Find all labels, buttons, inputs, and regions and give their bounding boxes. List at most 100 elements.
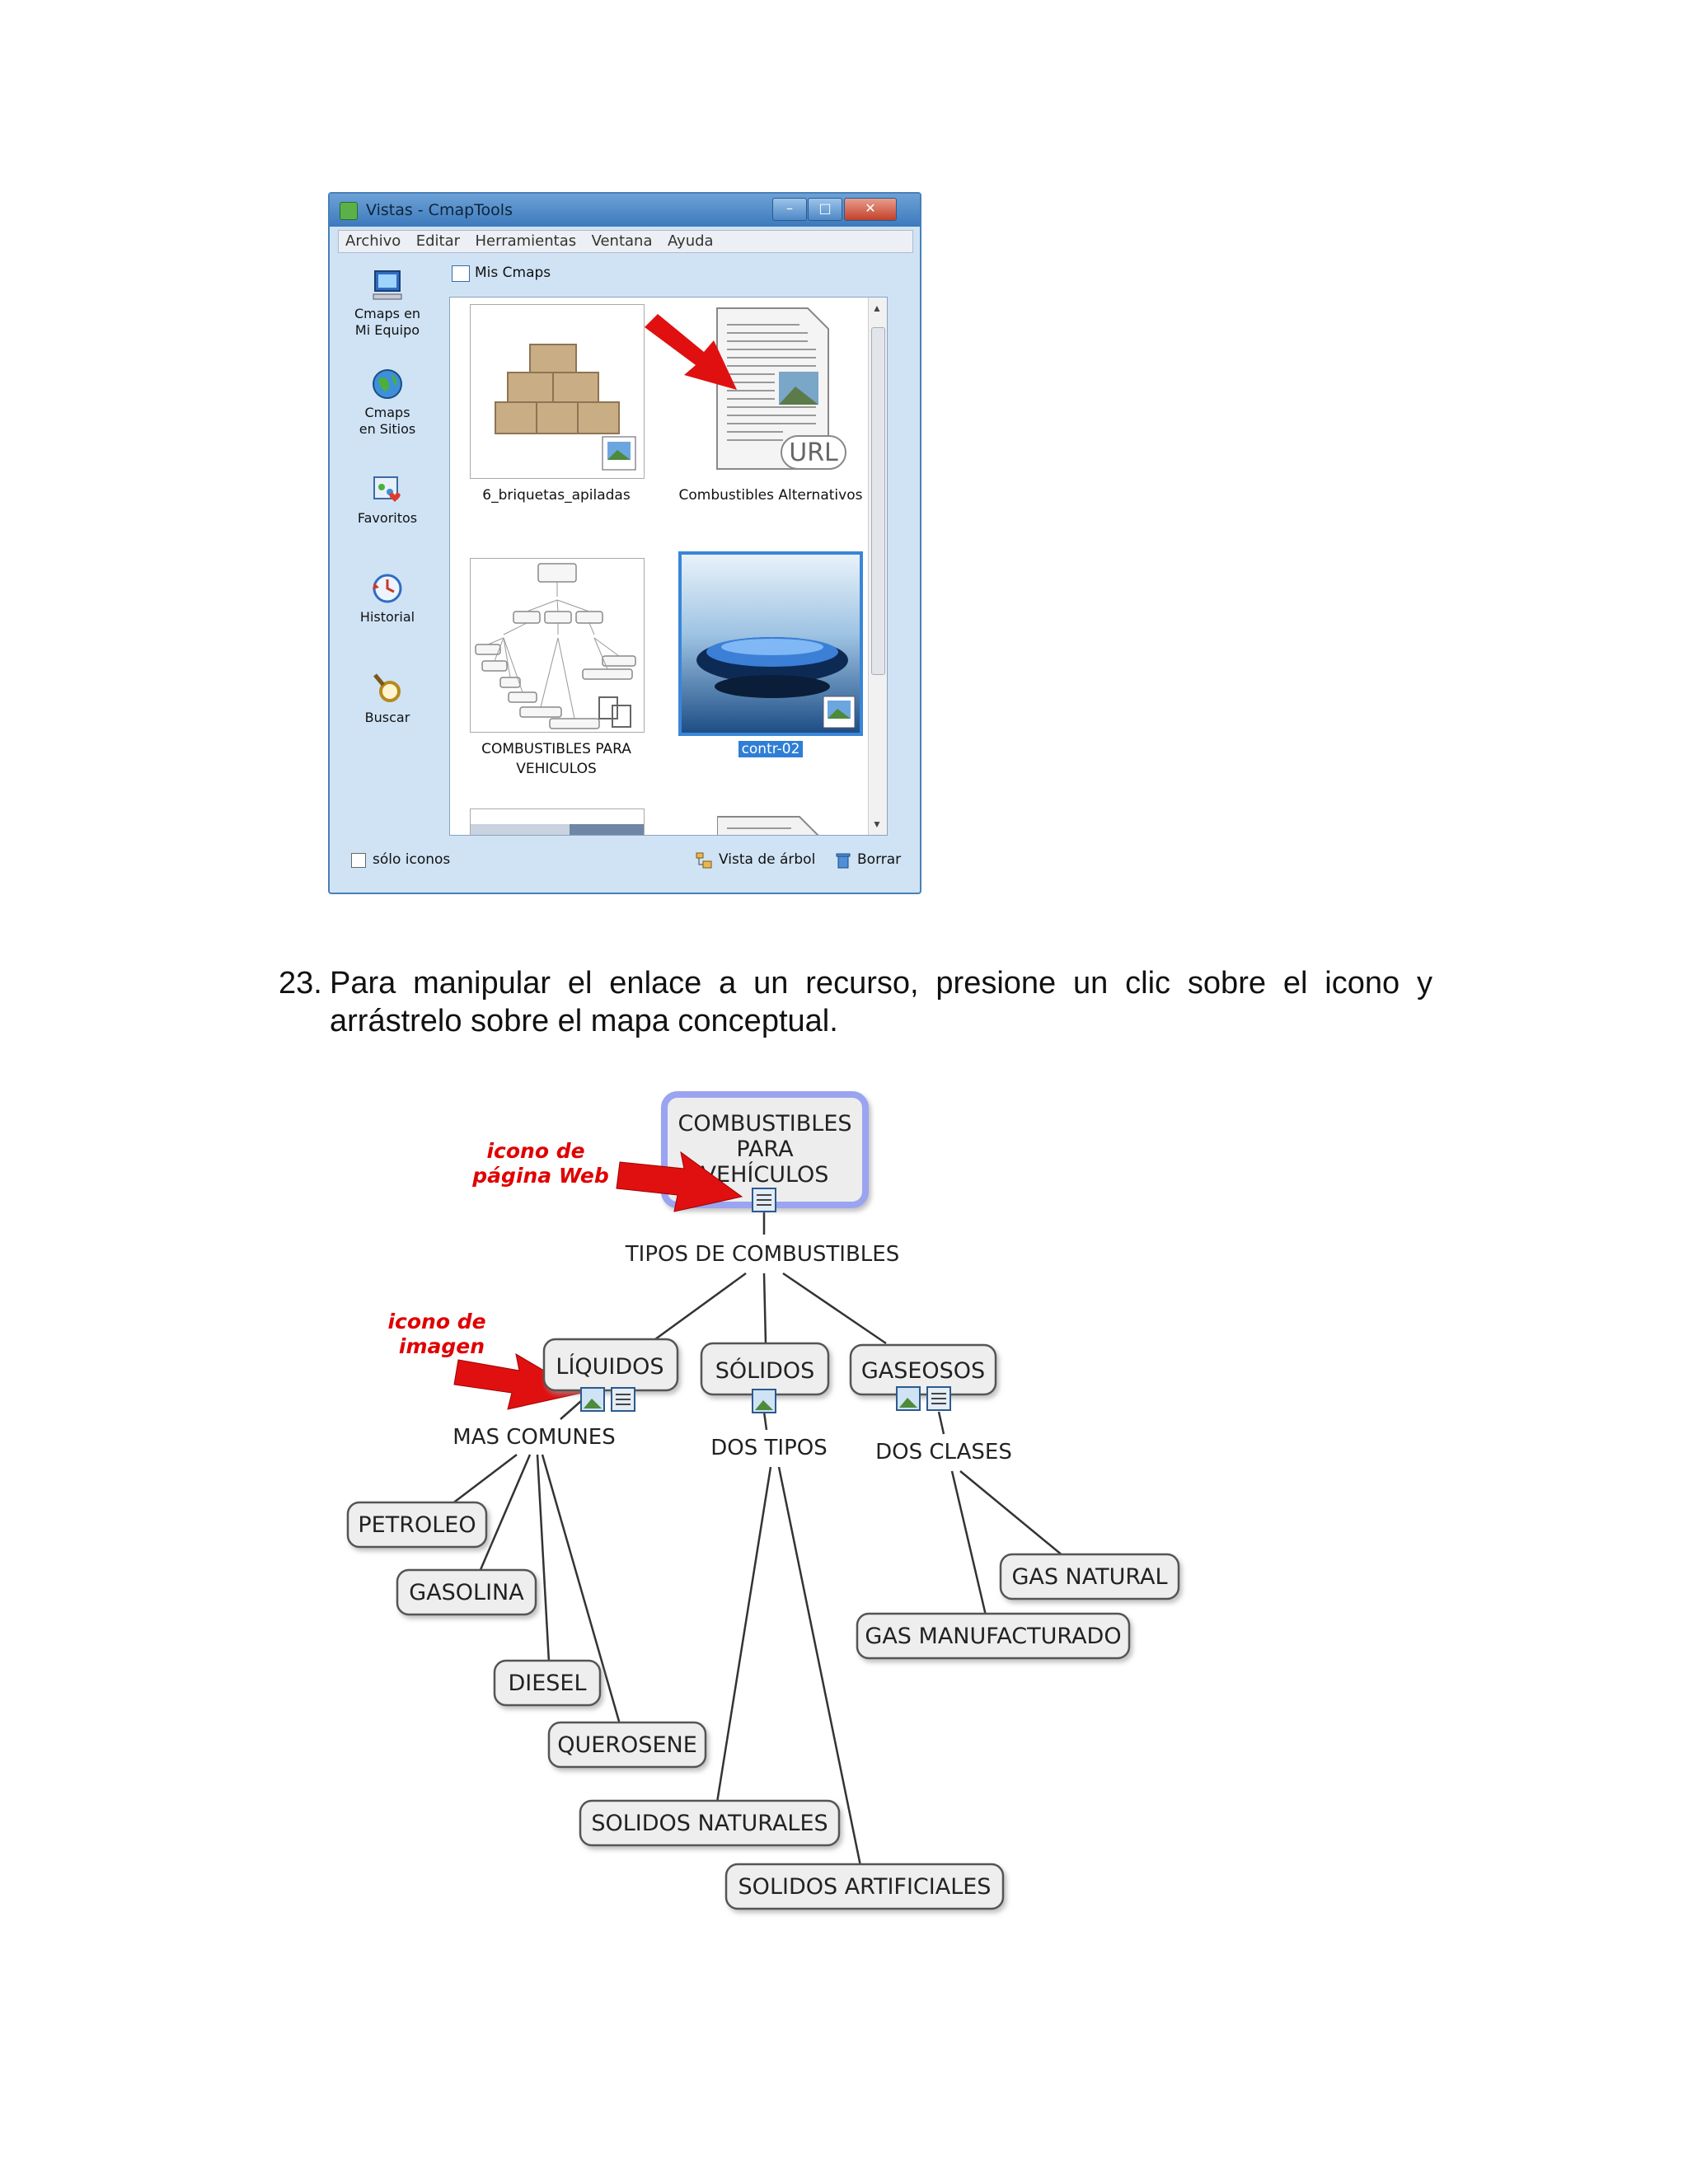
window-title: Vistas - CmapTools — [366, 201, 513, 219]
web-page-icon[interactable] — [752, 1188, 776, 1212]
cmaptools-window: Vistas - CmapTools – □ ✕ Archivo Editar … — [328, 192, 921, 894]
sidebar-label: Cmaps — [364, 405, 410, 420]
web-page-icon[interactable] — [926, 1386, 951, 1411]
partial-document-thumbnail — [716, 816, 819, 835]
node-gas-manufacturado-label: GAS MANUFACTURADO — [865, 1624, 1121, 1649]
annotation-web-line-2: página Web — [471, 1164, 608, 1188]
node-petroleo-label: PETROLEO — [358, 1512, 476, 1538]
scroll-up-icon[interactable]: ▲ — [872, 302, 882, 314]
red-arrow-icon — [645, 314, 737, 390]
tile-label: Combustibles Alternativos — [678, 487, 863, 504]
image-icon[interactable] — [752, 1389, 776, 1413]
node-petroleo[interactable] — [346, 1501, 488, 1549]
content-header: Mis Cmaps — [445, 263, 907, 284]
cmap-folder-icon — [452, 265, 470, 282]
tree-view-icon — [696, 852, 712, 869]
menu-editar[interactable]: Editar — [415, 232, 461, 250]
sidebar-label: en Sitios — [359, 421, 416, 437]
computer-icon — [373, 270, 402, 300]
web-document-thumbnail: URL — [716, 307, 846, 470]
node-gas-manufacturado[interactable] — [856, 1612, 1131, 1660]
sidebar-label: Mi Equipo — [354, 322, 420, 338]
tile-label: contr-02 — [668, 739, 874, 759]
map-badge-icon — [598, 696, 631, 728]
close-button[interactable]: ✕ — [844, 198, 897, 221]
sidebar-label: Favoritos — [357, 510, 418, 526]
node-solidos-artificiales[interactable] — [724, 1863, 1005, 1910]
web-page-icon[interactable] — [611, 1387, 635, 1412]
trash-icon — [836, 853, 851, 869]
node-solidos-naturales[interactable] — [579, 1799, 841, 1847]
node-gasolina[interactable] — [396, 1568, 537, 1616]
menu-herramientas[interactable]: Herramientas — [475, 232, 577, 250]
sidebar-item-sitios[interactable]: Cmaps en Sitios — [338, 367, 437, 438]
link-tipos-de-combustibles: TIPOS DE COMBUSTIBLES — [625, 1242, 899, 1267]
url-badge: URL — [789, 438, 838, 467]
node-querosene-label: QUEROSENE — [557, 1732, 697, 1758]
root-line-1: COMBUSTIBLES — [678, 1111, 851, 1137]
selected-tile-label: contr-02 — [738, 741, 804, 757]
image-icon[interactable] — [580, 1387, 605, 1412]
gas-burner-thumbnail — [682, 555, 860, 733]
tile-partial[interactable] — [716, 808, 887, 835]
delete-button[interactable]: Borrar — [857, 851, 902, 868]
tile-contr-02[interactable] — [678, 551, 863, 736]
annotation-image-line-2: imagen — [399, 1334, 485, 1358]
node-diesel-label: DIESEL — [508, 1671, 586, 1696]
step-number: 23. — [279, 966, 322, 1001]
partial-thumbnail — [471, 824, 644, 835]
title-bar[interactable]: Vistas - CmapTools – □ ✕ — [330, 194, 920, 227]
map-links — [451, 1205, 1064, 1867]
scroll-thumb[interactable] — [871, 327, 885, 675]
tree-view-button[interactable]: Vista de árbol — [719, 851, 816, 868]
node-querosene[interactable] — [547, 1721, 707, 1769]
cmap-list: 6_briquetas_apiladas URL Combustibles Al… — [449, 297, 888, 836]
image-icon[interactable] — [896, 1386, 921, 1411]
status-bar: sólo iconos Vista de árbol Borrar — [338, 843, 912, 876]
menu-ayuda[interactable]: Ayuda — [667, 232, 714, 250]
tile-label: 6_briquetas_apiladas — [482, 487, 631, 504]
briquettes-thumbnail — [471, 305, 644, 478]
node-solidos-label: SÓLIDOS — [715, 1357, 815, 1384]
step-text: Para manipular el enlace a un recurso, p… — [330, 966, 1432, 1038]
tile-partial[interactable] — [470, 808, 645, 835]
node-liquidos-label: LÍQUIDOS — [556, 1353, 663, 1380]
annotation-web-line-1: icono de — [486, 1139, 584, 1163]
scroll-down-icon[interactable]: ▼ — [872, 818, 882, 830]
sidebar-item-favoritos[interactable]: Favoritos — [338, 472, 437, 527]
only-icons-checkbox[interactable] — [351, 853, 366, 868]
node-solidos-artificiales-label: SOLIDOS ARTIFICIALES — [738, 1874, 992, 1900]
tile-label-line: VEHICULOS — [516, 761, 597, 777]
tile-combustibles-vehiculos[interactable] — [470, 558, 645, 733]
menu-archivo[interactable]: Archivo — [345, 232, 401, 250]
folder-title: Mis Cmaps — [475, 265, 551, 281]
node-solidos-naturales-label: SOLIDOS NATURALES — [591, 1811, 828, 1836]
tile-combustibles-alternativos[interactable]: URL — [684, 304, 857, 477]
sidebar-label: Cmaps en — [354, 306, 421, 321]
node-gaseosos-label: GASEOSOS — [861, 1358, 985, 1384]
minimize-button[interactable]: – — [772, 198, 807, 221]
sidebar-label: Historial — [359, 609, 415, 625]
menu-ventana[interactable]: Ventana — [591, 232, 653, 250]
root-line-2: PARA — [736, 1137, 794, 1162]
sidebar-item-buscar[interactable]: Buscar — [338, 672, 437, 726]
menu-bar: Archivo Editar Herramientas Ventana Ayud… — [338, 230, 913, 253]
tile-briquetas[interactable] — [470, 304, 645, 479]
history-icon — [373, 574, 402, 603]
globe-icon — [373, 369, 402, 399]
app-icon — [340, 202, 358, 220]
maximize-button[interactable]: □ — [808, 198, 842, 221]
sidebar-item-mi-equipo[interactable]: Cmaps en Mi Equipo — [338, 268, 437, 339]
node-diesel[interactable] — [493, 1659, 602, 1707]
link-dos-tipos: DOS TIPOS — [710, 1436, 827, 1460]
red-arrow-icon — [453, 1353, 584, 1410]
link-dos-clases: DOS CLASES — [875, 1440, 1012, 1465]
node-gas-natural[interactable] — [999, 1553, 1180, 1601]
node-gaseosos[interactable] — [849, 1343, 997, 1396]
sidebar-item-historial[interactable]: Historial — [338, 571, 437, 626]
scrollbar[interactable]: ▲ ▼ — [868, 298, 887, 835]
sidebar: Cmaps en Mi Equipo Cmaps en Sitios Favor… — [338, 260, 437, 837]
node-gas-natural-label: GAS NATURAL — [1011, 1564, 1167, 1590]
sidebar-label: Buscar — [364, 710, 410, 725]
